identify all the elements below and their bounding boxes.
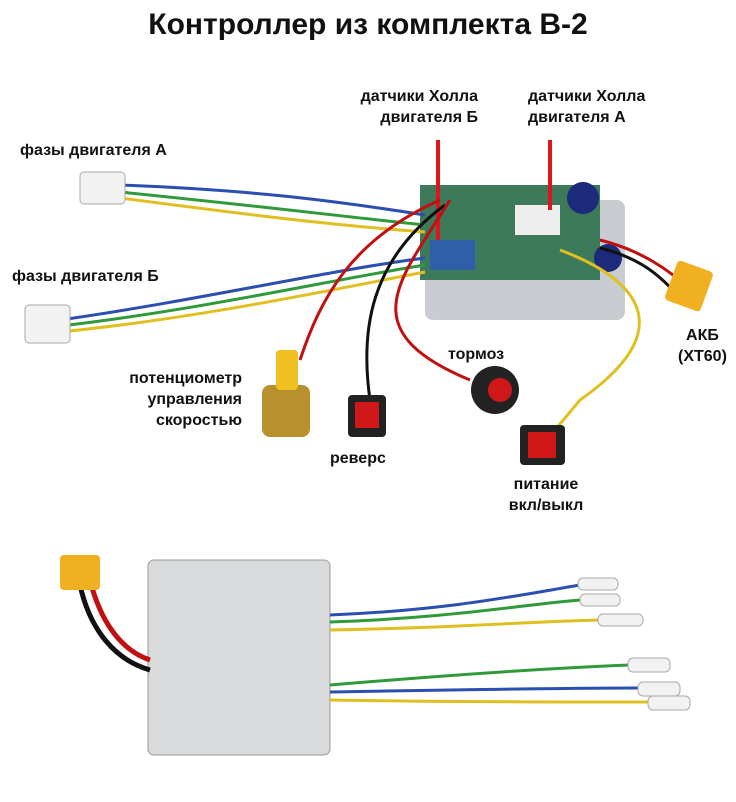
- potentiometer: [262, 385, 310, 437]
- label-line: датчики Холла: [528, 88, 646, 105]
- label-phases-b: фазы двигателя Б: [12, 268, 159, 285]
- hall-connector-a: [515, 205, 560, 235]
- bottom-connectors: [577, 577, 691, 711]
- label-phases-a: фазы двигателя А: [20, 142, 167, 159]
- label-brake: тормоз: [448, 346, 505, 363]
- label-line: управления: [147, 391, 242, 408]
- label-line: двигателя Б: [380, 109, 478, 126]
- capacitor: [567, 182, 599, 214]
- label-line: датчики Холла: [360, 88, 478, 105]
- label-line: скоростью: [155, 412, 242, 429]
- label-line: АКБ: [686, 327, 719, 344]
- label-line: питание: [513, 476, 579, 493]
- hall-connector-b: [430, 240, 475, 270]
- label-power: питание вкл/выкл: [496, 474, 596, 516]
- page-title: Контроллер из комплекта B-2: [148, 8, 588, 41]
- label-reverse: реверс: [330, 450, 386, 467]
- controller-case-bottom: [147, 559, 331, 756]
- bottom-wires: [329, 583, 651, 704]
- label-line: (XT60): [678, 348, 727, 365]
- label-line: двигателя А: [528, 109, 626, 126]
- label-hall-a: датчики Холла двигателя А: [528, 86, 645, 128]
- phase-b-connectors: [24, 304, 71, 344]
- label-hall-b: датчики Холла двигателя Б: [300, 86, 478, 128]
- label-battery: АКБ (XT60): [678, 325, 727, 367]
- label-line: потенциометр: [129, 370, 242, 387]
- phase-a-connectors: [79, 171, 126, 205]
- label-line: вкл/выкл: [508, 497, 584, 514]
- label-potentiometer: потенциометр управления скоростью: [100, 368, 242, 431]
- xt60-connector-bottom: [60, 555, 100, 590]
- xt60-connector: [665, 260, 713, 312]
